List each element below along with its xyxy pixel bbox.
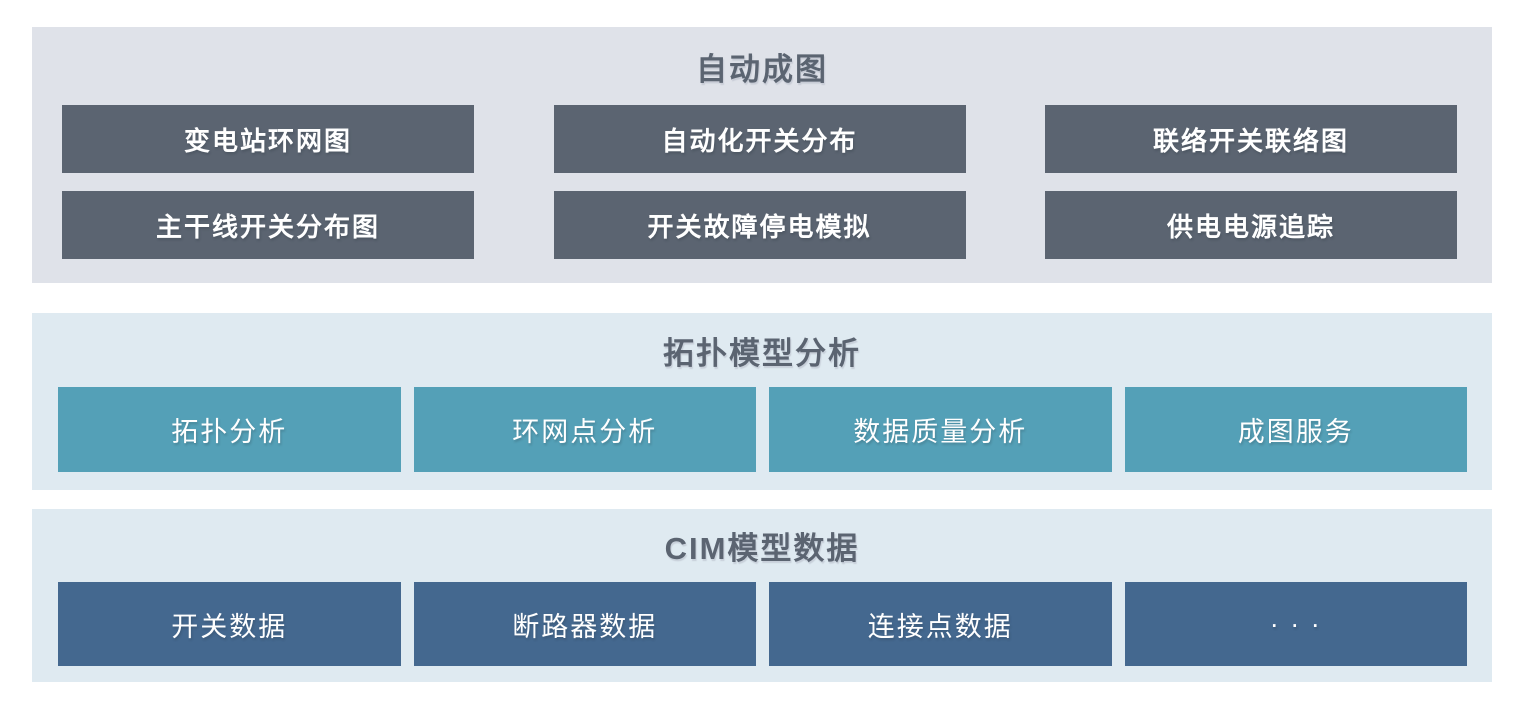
block-data-quality-analysis: 数据质量分析: [769, 387, 1112, 472]
block-tie-switch-connection-diagram: 联络开关联络图: [1045, 105, 1457, 173]
block-more-ellipsis: · · ·: [1124, 582, 1467, 666]
block-switch-fault-outage-simulation: 开关故障停电模拟: [553, 191, 966, 259]
block-power-supply-source-tracing: 供电电源追踪: [1045, 191, 1457, 259]
cim-block-grid: 开关数据 断路器数据 连接点数据 · · ·: [32, 582, 1492, 666]
block-trunk-line-switch-distribution-diagram: 主干线开关分布图: [62, 191, 474, 259]
block-diagram-generation-service: 成图服务: [1124, 387, 1467, 472]
block-ring-network-point-analysis: 环网点分析: [413, 387, 756, 472]
section-cim-model-data: CIM模型数据 开关数据 断路器数据 连接点数据 · · ·: [32, 509, 1492, 682]
block-connection-point-data: 连接点数据: [769, 582, 1112, 666]
block-switch-data: 开关数据: [58, 582, 401, 666]
auto-diagram-block-grid: 变电站环网图 自动化开关分布 联络开关联络图 主干线开关分布图 开关故障停电模拟…: [32, 105, 1492, 259]
section-title-auto-diagram: 自动成图: [696, 51, 828, 87]
block-automated-switch-distribution: 自动化开关分布: [553, 105, 966, 173]
section-title-topology-model-analysis: 拓扑模型分析: [663, 335, 861, 371]
section-auto-diagram: 自动成图 变电站环网图 自动化开关分布 联络开关联络图 主干线开关分布图 开关故…: [32, 27, 1492, 283]
block-substation-ring-network-diagram: 变电站环网图: [62, 105, 474, 173]
section-topology-model-analysis: 拓扑模型分析 拓扑分析 环网点分析 数据质量分析 成图服务: [32, 313, 1492, 490]
topology-block-grid: 拓扑分析 环网点分析 数据质量分析 成图服务: [32, 387, 1492, 472]
block-circuit-breaker-data: 断路器数据: [413, 582, 756, 666]
block-topology-analysis: 拓扑分析: [58, 387, 401, 472]
section-title-cim-model-data: CIM模型数据: [664, 531, 860, 566]
